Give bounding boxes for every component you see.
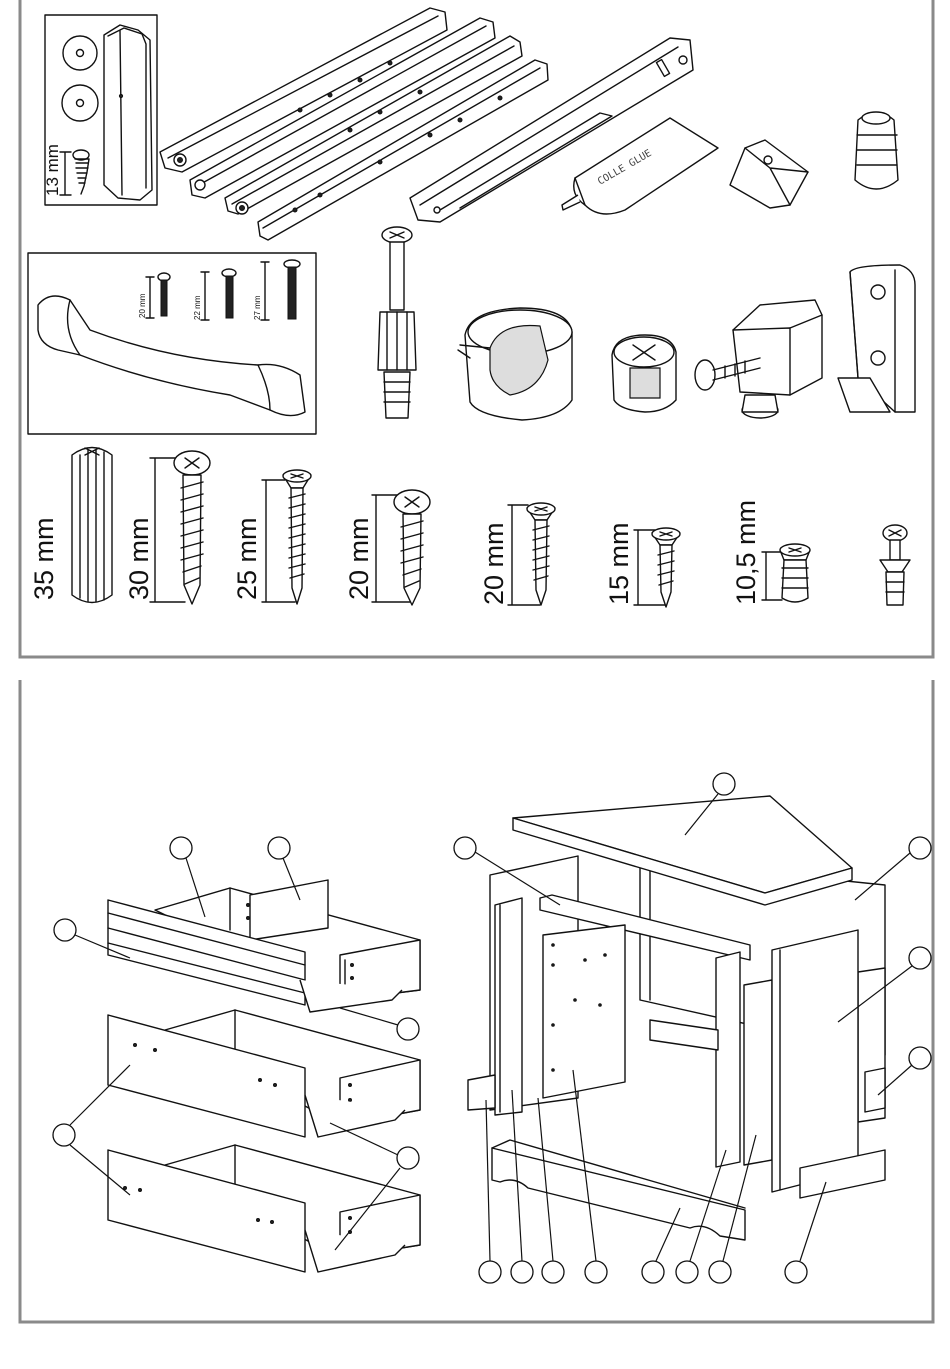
wall-fitting-icon bbox=[838, 265, 915, 412]
screw-25-label: 25 mm bbox=[232, 517, 262, 600]
dowel-size-label: 35 mm bbox=[29, 517, 59, 600]
screw-15mm: 15 mm bbox=[604, 522, 680, 607]
drawer-bottom-exploded bbox=[108, 1145, 420, 1272]
corner-block-icon bbox=[730, 140, 808, 208]
cabinet-exploded bbox=[468, 796, 885, 1240]
drawer-runner-rails bbox=[160, 8, 548, 240]
screw-30-label: 30 mm bbox=[124, 517, 154, 600]
screw-20mm-a: 20 mm bbox=[344, 490, 430, 605]
handle-box: 20 mm 22 mm 27 mm bbox=[28, 253, 316, 434]
connector-bolt-icon bbox=[880, 525, 910, 605]
insert-10-5-label: 10,5 mm bbox=[731, 500, 761, 605]
handle-screw-2-label: 22 mm bbox=[193, 295, 202, 320]
handle-screw-3-label: 27 mm bbox=[253, 295, 262, 320]
screw-20mm-b: 20 mm bbox=[479, 503, 555, 605]
cam-lock-small-icon bbox=[612, 335, 676, 412]
screw-30mm: 30 mm bbox=[124, 451, 210, 604]
drawer-middle-exploded bbox=[108, 1010, 420, 1137]
screw-15-label: 15 mm bbox=[604, 522, 634, 605]
cam-bolt-icon bbox=[378, 227, 416, 418]
screw-20b-label: 20 mm bbox=[479, 522, 509, 605]
plastic-dowel-icon bbox=[855, 112, 898, 189]
handle-screw-1-label: 20 mm bbox=[138, 293, 147, 318]
dowel-35mm: 35 mm bbox=[29, 448, 112, 603]
shelf-bracket-screw-icon bbox=[695, 300, 822, 418]
drawer-top-exploded bbox=[108, 880, 420, 1012]
screw-20a-label: 20 mm bbox=[344, 517, 374, 600]
screw-25mm: 25 mm bbox=[232, 470, 311, 604]
cam-lock-icon bbox=[458, 308, 572, 420]
insert-10-5mm: 10,5 mm bbox=[731, 500, 810, 605]
washer-screw-size-label: 13 mm bbox=[43, 144, 62, 196]
washer-screw-box: 13 mm bbox=[43, 15, 157, 205]
